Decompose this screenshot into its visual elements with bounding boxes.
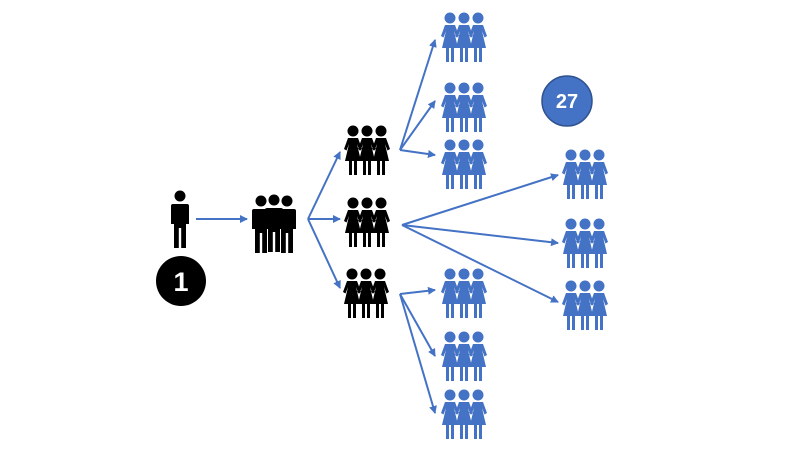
group-of-three-icon xyxy=(344,198,390,248)
connector-arrows xyxy=(196,39,559,414)
arrow-level2-to-bottom xyxy=(307,218,341,289)
arrow-bottom-to-blue-8 xyxy=(399,293,436,357)
arrow-middle-to-blue-4 xyxy=(401,173,559,226)
group-of-three-icon xyxy=(441,390,487,440)
group-of-three-icon xyxy=(441,269,487,319)
arrow-bottom-to-blue-7 xyxy=(399,286,436,295)
arrow-bottom-to-blue-9 xyxy=(399,293,437,414)
group-of-three-icon xyxy=(441,13,487,63)
arrow-level2-to-top xyxy=(307,151,341,220)
total-count-label: 27 xyxy=(556,91,578,113)
group-of-three-icon xyxy=(343,269,389,319)
start-count-badge: 1 xyxy=(156,256,206,306)
arrow-top-to-blue-2 xyxy=(399,100,436,151)
total-count-badge: 27 xyxy=(541,75,593,127)
group-of-three-icon xyxy=(441,83,487,133)
group-of-three-icon xyxy=(344,126,390,176)
arrow-top-to-blue-1 xyxy=(399,39,437,151)
group-of-three-icon xyxy=(562,219,608,269)
group-of-three-icon xyxy=(252,195,296,254)
group-of-three-icon xyxy=(562,150,608,200)
group-of-three-icon xyxy=(562,281,608,331)
person-icon xyxy=(171,190,189,248)
level4-groups xyxy=(441,13,608,440)
arrow-middle-to-blue-6 xyxy=(401,224,559,303)
level3-groups xyxy=(343,126,390,319)
arrow-top-to-blue-3 xyxy=(399,149,436,158)
group-of-three-icon xyxy=(441,140,487,190)
start-count-label: 1 xyxy=(173,267,188,297)
arrow-middle-to-blue-5 xyxy=(401,224,559,247)
group-of-three-icon xyxy=(441,332,487,382)
